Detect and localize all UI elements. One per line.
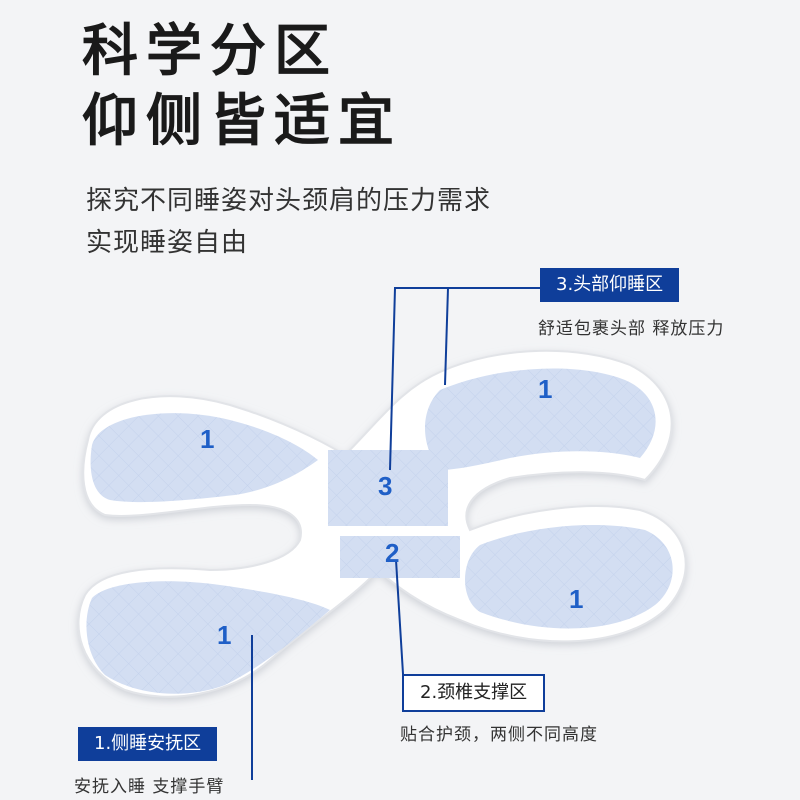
zone-number-side-top-left: 1 [200, 424, 215, 454]
callout-head-line-2 [444, 287, 449, 386]
subtitle-line1: 探究不同睡姿对头颈肩的压力需求 [86, 186, 492, 216]
zone-head-top-right [425, 368, 656, 470]
zone-number-head-right: 1 [538, 374, 553, 404]
zone-center-head [328, 450, 448, 526]
zone-number-head-center: 3 [378, 471, 393, 501]
neck-zone-desc: 贴合护颈，两侧不同高度 [400, 725, 598, 745]
zone-center-neck [340, 536, 460, 578]
zone-number-side-bottom-left: 1 [217, 620, 232, 650]
zone-side-bottom-right [465, 525, 673, 629]
side-zone-desc: 安抚入睡 支撑手臂 [74, 777, 225, 797]
head-zone-label: 3.头部仰睡区 [540, 268, 680, 302]
subtitle-line2: 实现睡姿自由 [86, 228, 249, 258]
zone-side-bottom-left [86, 581, 331, 694]
neck-zone-label: 2.颈椎支撑区 [402, 674, 546, 712]
callout-head-line [389, 287, 540, 471]
head-zone-desc: 舒适包裹头部 释放压力 [538, 319, 725, 339]
side-zone-label: 1.侧睡安抚区 [78, 727, 218, 761]
zone-number-side-bottom-right: 1 [569, 584, 584, 614]
page-title-line2: 仰侧皆适宜 [82, 89, 402, 154]
page-title-line1: 科学分区 [82, 19, 338, 84]
zone-number-neck-center: 2 [385, 538, 400, 568]
zone-side-top-left [90, 413, 318, 503]
